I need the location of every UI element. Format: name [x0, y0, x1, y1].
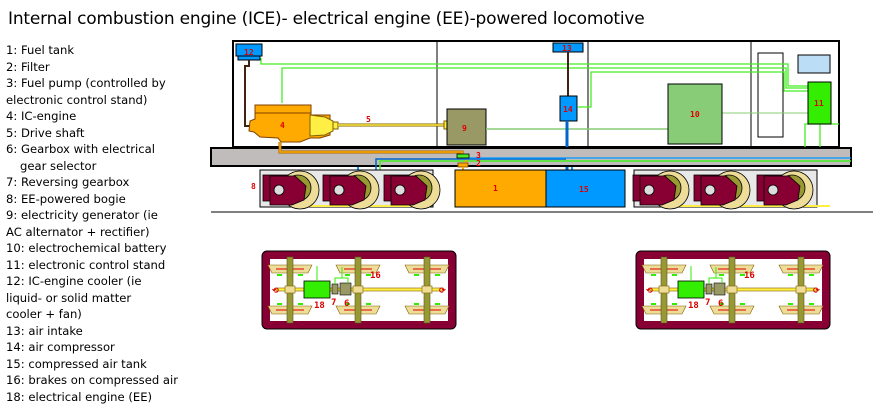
label-12: 12 — [244, 48, 254, 57]
label-15: 15 — [579, 185, 589, 194]
reversing-gearbox — [332, 284, 338, 294]
electrical-engine — [678, 281, 704, 298]
label-16: 16 — [744, 271, 755, 281]
label-18: 18 — [688, 301, 699, 311]
brake-cylinder-icon: ⟳ — [439, 286, 446, 295]
side-wheel — [694, 171, 750, 209]
label-4: 4 — [280, 121, 285, 130]
label-7: 7 — [331, 298, 336, 308]
electrochemical-battery: 10 — [668, 84, 722, 144]
brake-cylinder-icon: ⟲ — [272, 286, 279, 295]
label-10: 10 — [690, 110, 700, 119]
side-wheel — [384, 171, 440, 209]
side-wheel — [757, 171, 813, 209]
label-7: 7 — [705, 298, 710, 308]
side-wheel — [633, 171, 689, 209]
gearbox — [714, 283, 725, 295]
electrical-engine — [304, 281, 330, 298]
brake-cylinder-icon: ⟲ — [646, 286, 653, 295]
brake-cylinder-icon: ⟳ — [813, 286, 820, 295]
label-13: 13 — [562, 44, 572, 53]
compressed-air-tank: 15 — [546, 170, 625, 207]
cab-door — [758, 53, 783, 137]
label-18: 18 — [314, 301, 325, 311]
label-2: 2 — [476, 159, 481, 168]
label-14: 14 — [563, 105, 573, 114]
label-8: 8 — [251, 182, 256, 191]
fuel-tank: 1 — [455, 170, 546, 207]
label-5: 5 — [366, 115, 371, 124]
label-9: 9 — [462, 124, 467, 133]
side-wheel — [323, 171, 379, 209]
gearbox — [340, 283, 351, 295]
cab-window — [798, 55, 830, 73]
label-1: 1 — [493, 184, 498, 193]
label-11: 11 — [814, 99, 824, 108]
side-wheel — [263, 171, 319, 209]
reversing-gearbox — [706, 284, 712, 294]
electronic-control-stand: 11 — [808, 82, 831, 124]
label-6: 6 — [718, 299, 723, 309]
label-16: 16 — [370, 271, 381, 281]
label-6: 6 — [344, 299, 349, 309]
